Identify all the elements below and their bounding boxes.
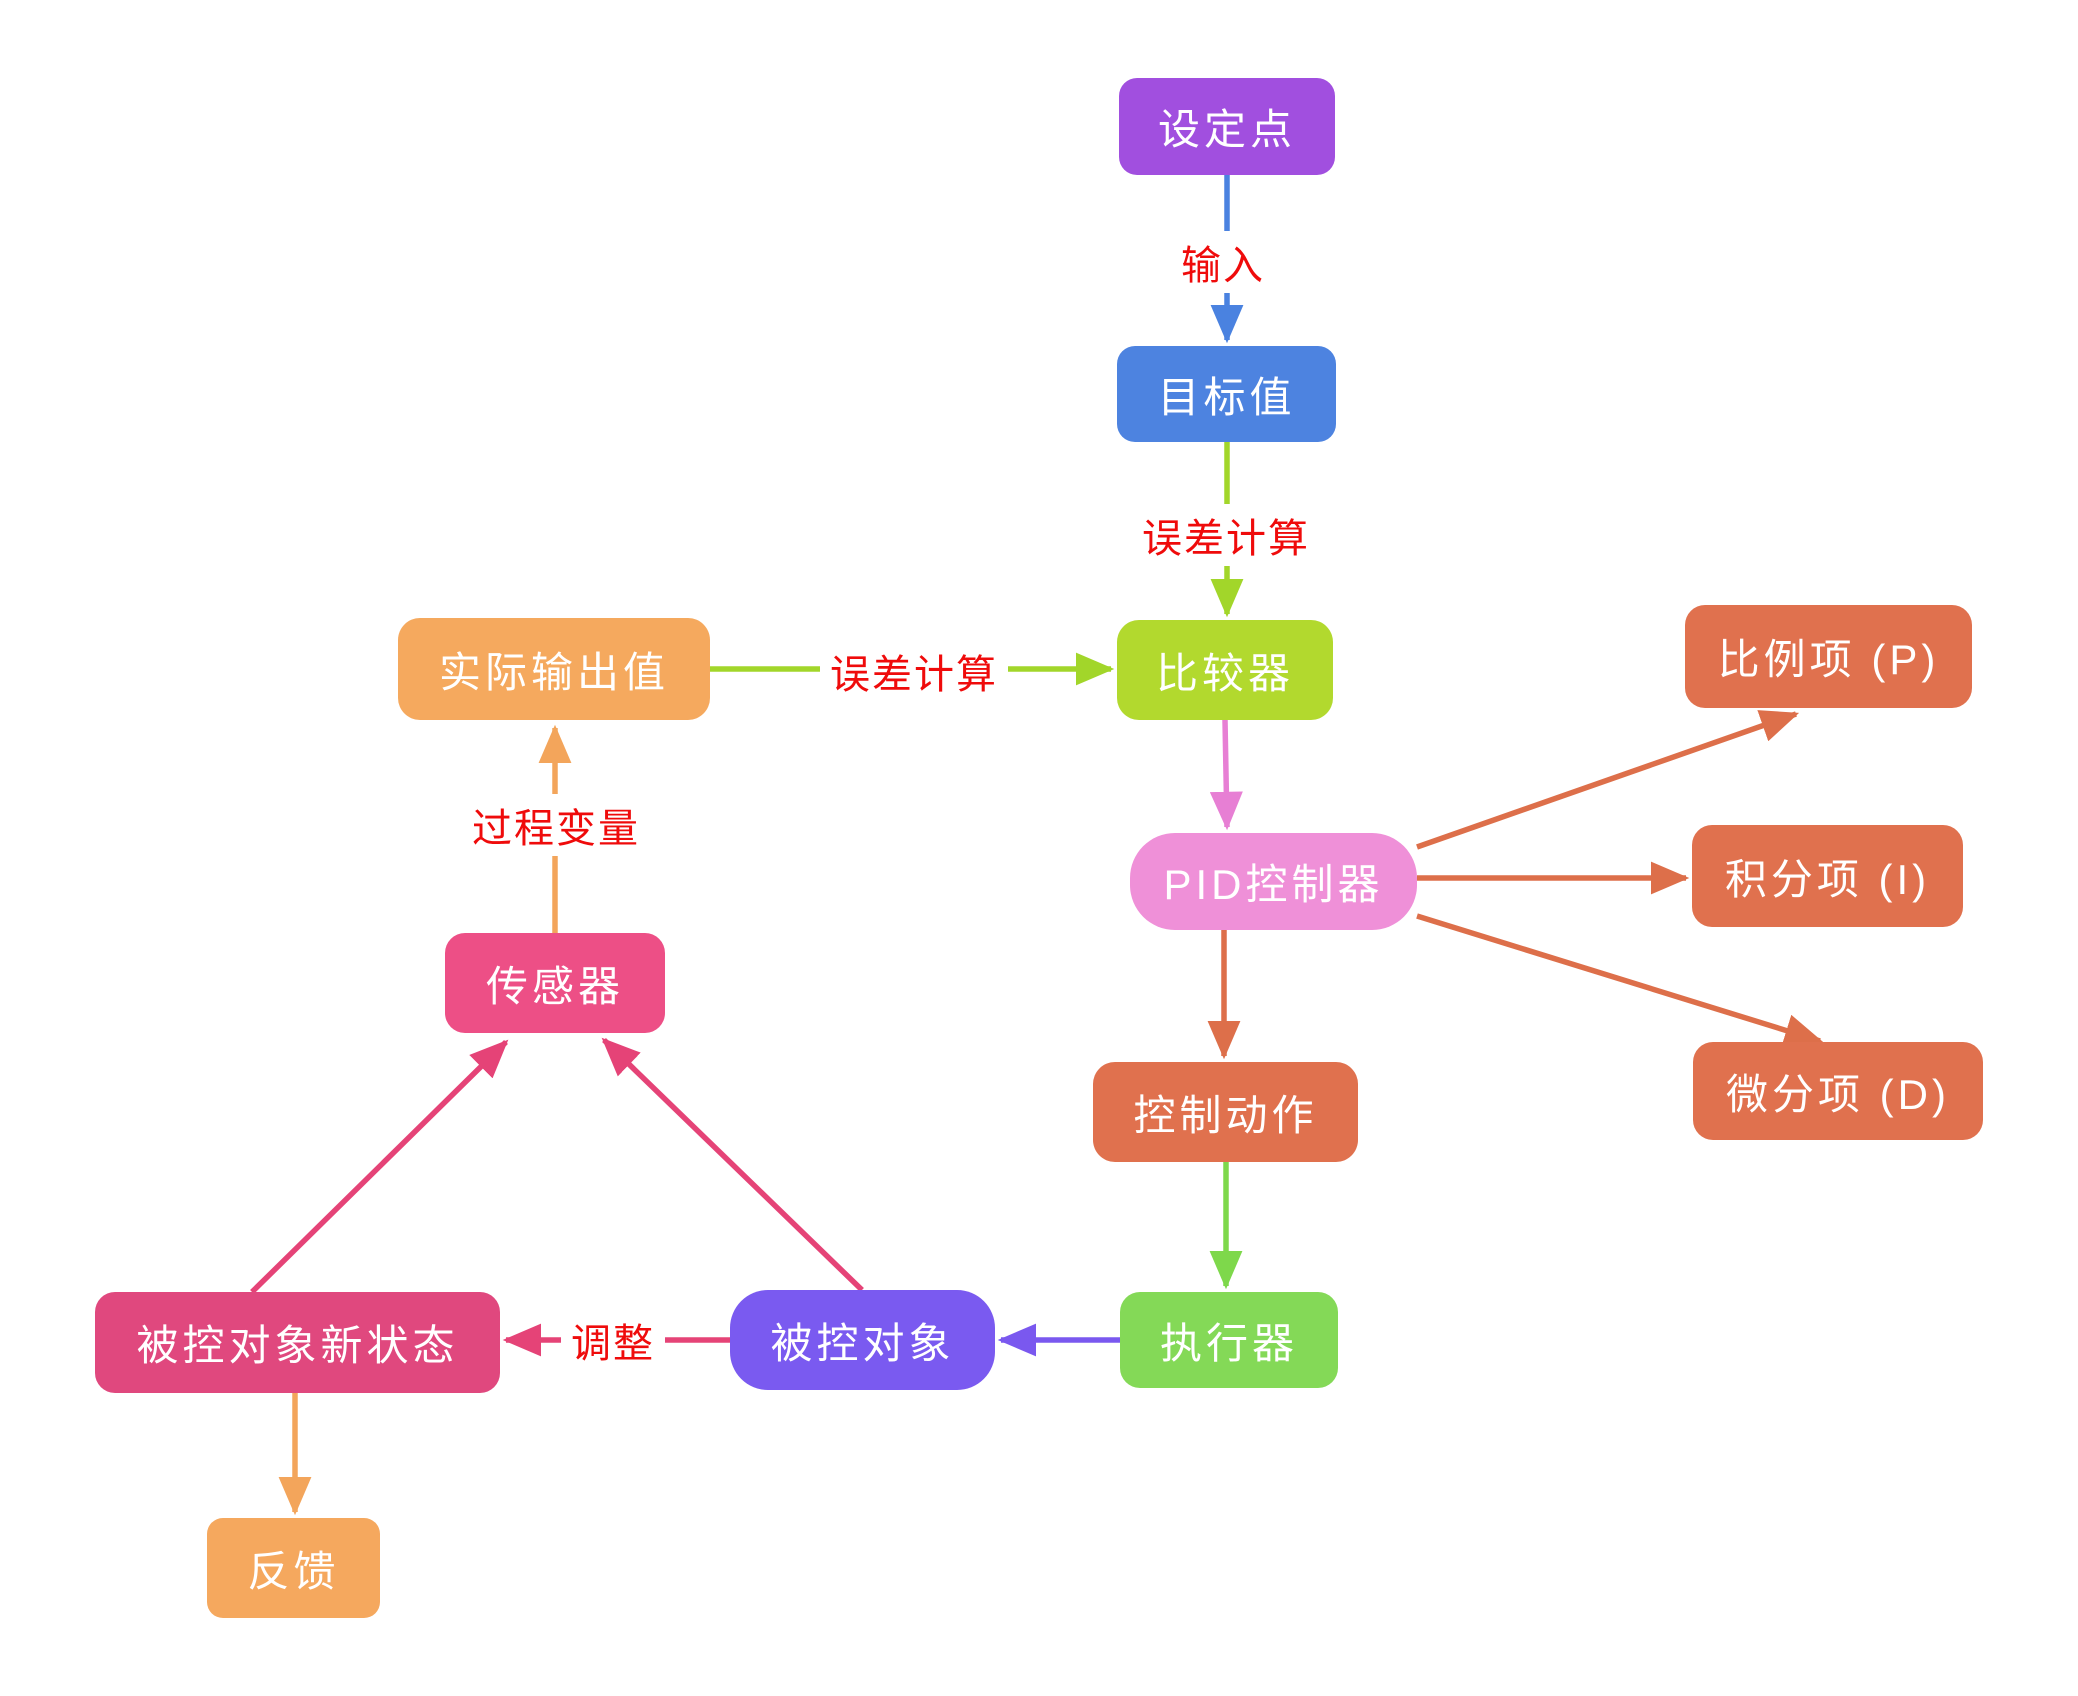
edge-pid-pterm: [1416, 710, 1800, 850]
node-controlled-object: 被控对象: [730, 1290, 995, 1390]
edge-label-error-calc-vertical: 误差计算: [1132, 504, 1320, 566]
node-integral-term: 积分项 (I): [1692, 825, 1963, 927]
node-setpoint: 设定点: [1119, 78, 1335, 175]
node-control-action: 控制动作: [1093, 1062, 1358, 1162]
node-object-new-state: 被控对象新状态: [95, 1292, 500, 1393]
node-comparator: 比较器: [1117, 620, 1333, 720]
node-actuator: 执行器: [1120, 1292, 1338, 1388]
node-pid-controller: PID控制器: [1130, 833, 1417, 930]
edge-label-input: 输入: [1171, 231, 1275, 293]
edge-pid-dterm: [1416, 913, 1824, 1047]
node-feedback: 反馈: [207, 1518, 380, 1618]
edge-plant-sensor: [601, 1037, 864, 1292]
edge-label-error-calc-horizontal: 误差计算: [820, 640, 1008, 702]
node-proportional-term: 比例项 (P): [1685, 605, 1972, 708]
edge-comparator-pid: [1209, 719, 1243, 831]
edge-label-process-variable: 过程变量: [462, 794, 650, 856]
node-sensor: 传感器: [445, 933, 665, 1033]
node-derivative-term: 微分项 (D): [1693, 1042, 1983, 1140]
edge-label-adjust: 调整: [561, 1309, 665, 1371]
node-actual-output: 实际输出值: [398, 618, 710, 720]
node-target: 目标值: [1117, 346, 1336, 442]
edge-newstate-sensor: [250, 1039, 509, 1294]
